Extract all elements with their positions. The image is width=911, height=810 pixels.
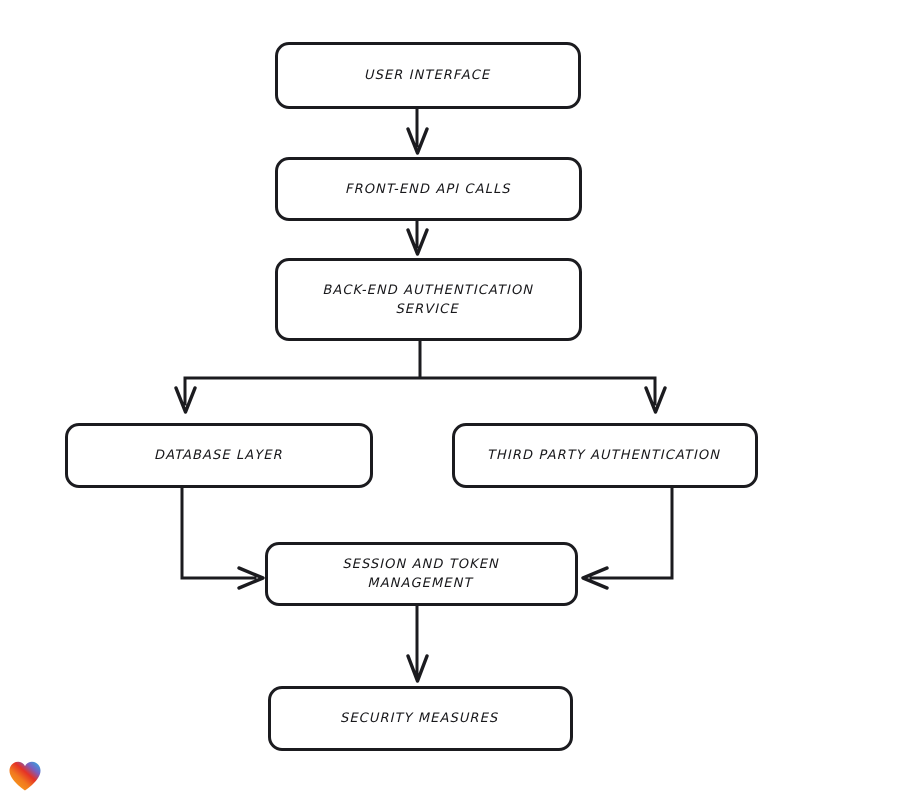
edge-third-party-auth-to-session-token — [581, 486, 674, 590]
node-backend-authentication-service[interactable]: Back-End Authentication Service — [275, 258, 582, 341]
edge-session-token-to-security-measures — [406, 604, 429, 683]
edge-user-interface-to-frontend-api — [406, 107, 429, 155]
node-database-layer[interactable]: Database Layer — [65, 423, 373, 488]
heart-icon — [9, 761, 41, 791]
node-security-measures-label: Security Measures — [341, 711, 500, 726]
node-session-and-token-management-label: Session and Token Management — [343, 557, 501, 591]
node-user-interface[interactable]: User Interface — [275, 42, 581, 109]
node-security-measures[interactable]: Security Measures — [268, 686, 573, 751]
edge-backend-auth-to-database-layer — [174, 376, 197, 414]
node-frontend-api-calls-label: Front-End API Calls — [345, 181, 512, 197]
node-third-party-authentication[interactable]: Third Party Authentication — [452, 423, 758, 488]
edge-backend-auth-to-third-party-auth — [644, 376, 667, 414]
node-backend-authentication-service-label: Back-End Authentication Service — [323, 282, 535, 317]
node-database-layer-label: Database Layer — [154, 448, 284, 463]
edge-database-layer-to-session-token — [180, 486, 265, 590]
edge-frontend-api-to-backend-auth — [406, 219, 429, 256]
node-frontend-api-calls[interactable]: Front-End API Calls — [275, 157, 582, 221]
edge-backend-auth-split-bus — [183, 339, 657, 380]
node-third-party-authentication-label: Third Party Authentication — [488, 448, 722, 463]
node-user-interface-label: User Interface — [364, 68, 492, 83]
node-session-and-token-management[interactable]: Session and Token Management — [265, 542, 578, 606]
